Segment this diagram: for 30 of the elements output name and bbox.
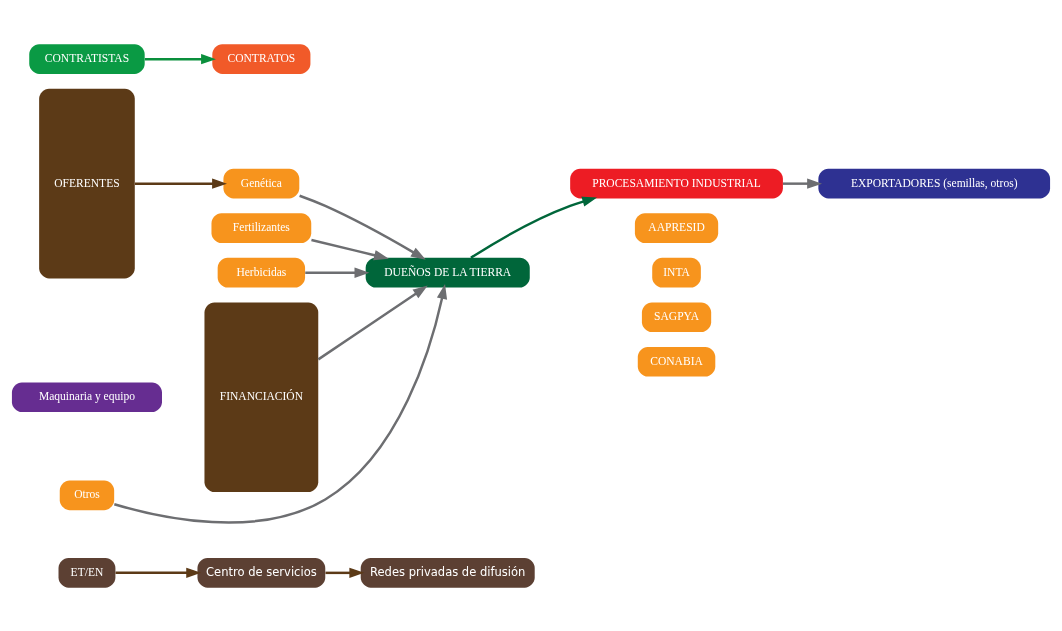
node-box: AAPRESID (634, 212, 719, 243)
node-box: DUEÑOS DE LA TIERRA (365, 257, 530, 288)
arrow (783, 177, 822, 189)
arrow (114, 283, 448, 524)
node-box: ET/EN (58, 557, 116, 588)
node-box: Otros (59, 480, 115, 510)
node-box: PROCESAMIENTO INDUSTRIAL (570, 168, 783, 198)
node-box: Genética (223, 168, 300, 198)
node-box: SAGPYA (641, 301, 712, 332)
arrow (305, 267, 370, 278)
node-box: INTA (652, 257, 701, 288)
arrow (135, 177, 227, 189)
arrow (311, 238, 389, 260)
arrow (317, 285, 428, 360)
node-box: CONABIA (637, 346, 716, 377)
node-box: FINANCIACIÓN (204, 301, 319, 492)
arrow (299, 194, 426, 260)
node-box: Maquinaria y equipo (11, 381, 162, 412)
node-box: Herbicidas (217, 257, 306, 288)
node-box: CONTRATISTAS (29, 43, 145, 74)
node-box: CONTRATOS (212, 43, 311, 74)
node-box: Redes privadas de difusión (360, 557, 535, 588)
arrow (144, 53, 216, 64)
arrow (115, 567, 202, 578)
node-box: OFERENTES (39, 88, 135, 278)
node-box: Centro de servicios (197, 557, 326, 588)
arrow (325, 567, 365, 578)
arrow (470, 196, 598, 259)
node-box: EXPORTADORES (semillas, otros) (818, 168, 1051, 198)
node-box: Fertilizantes (211, 212, 312, 243)
